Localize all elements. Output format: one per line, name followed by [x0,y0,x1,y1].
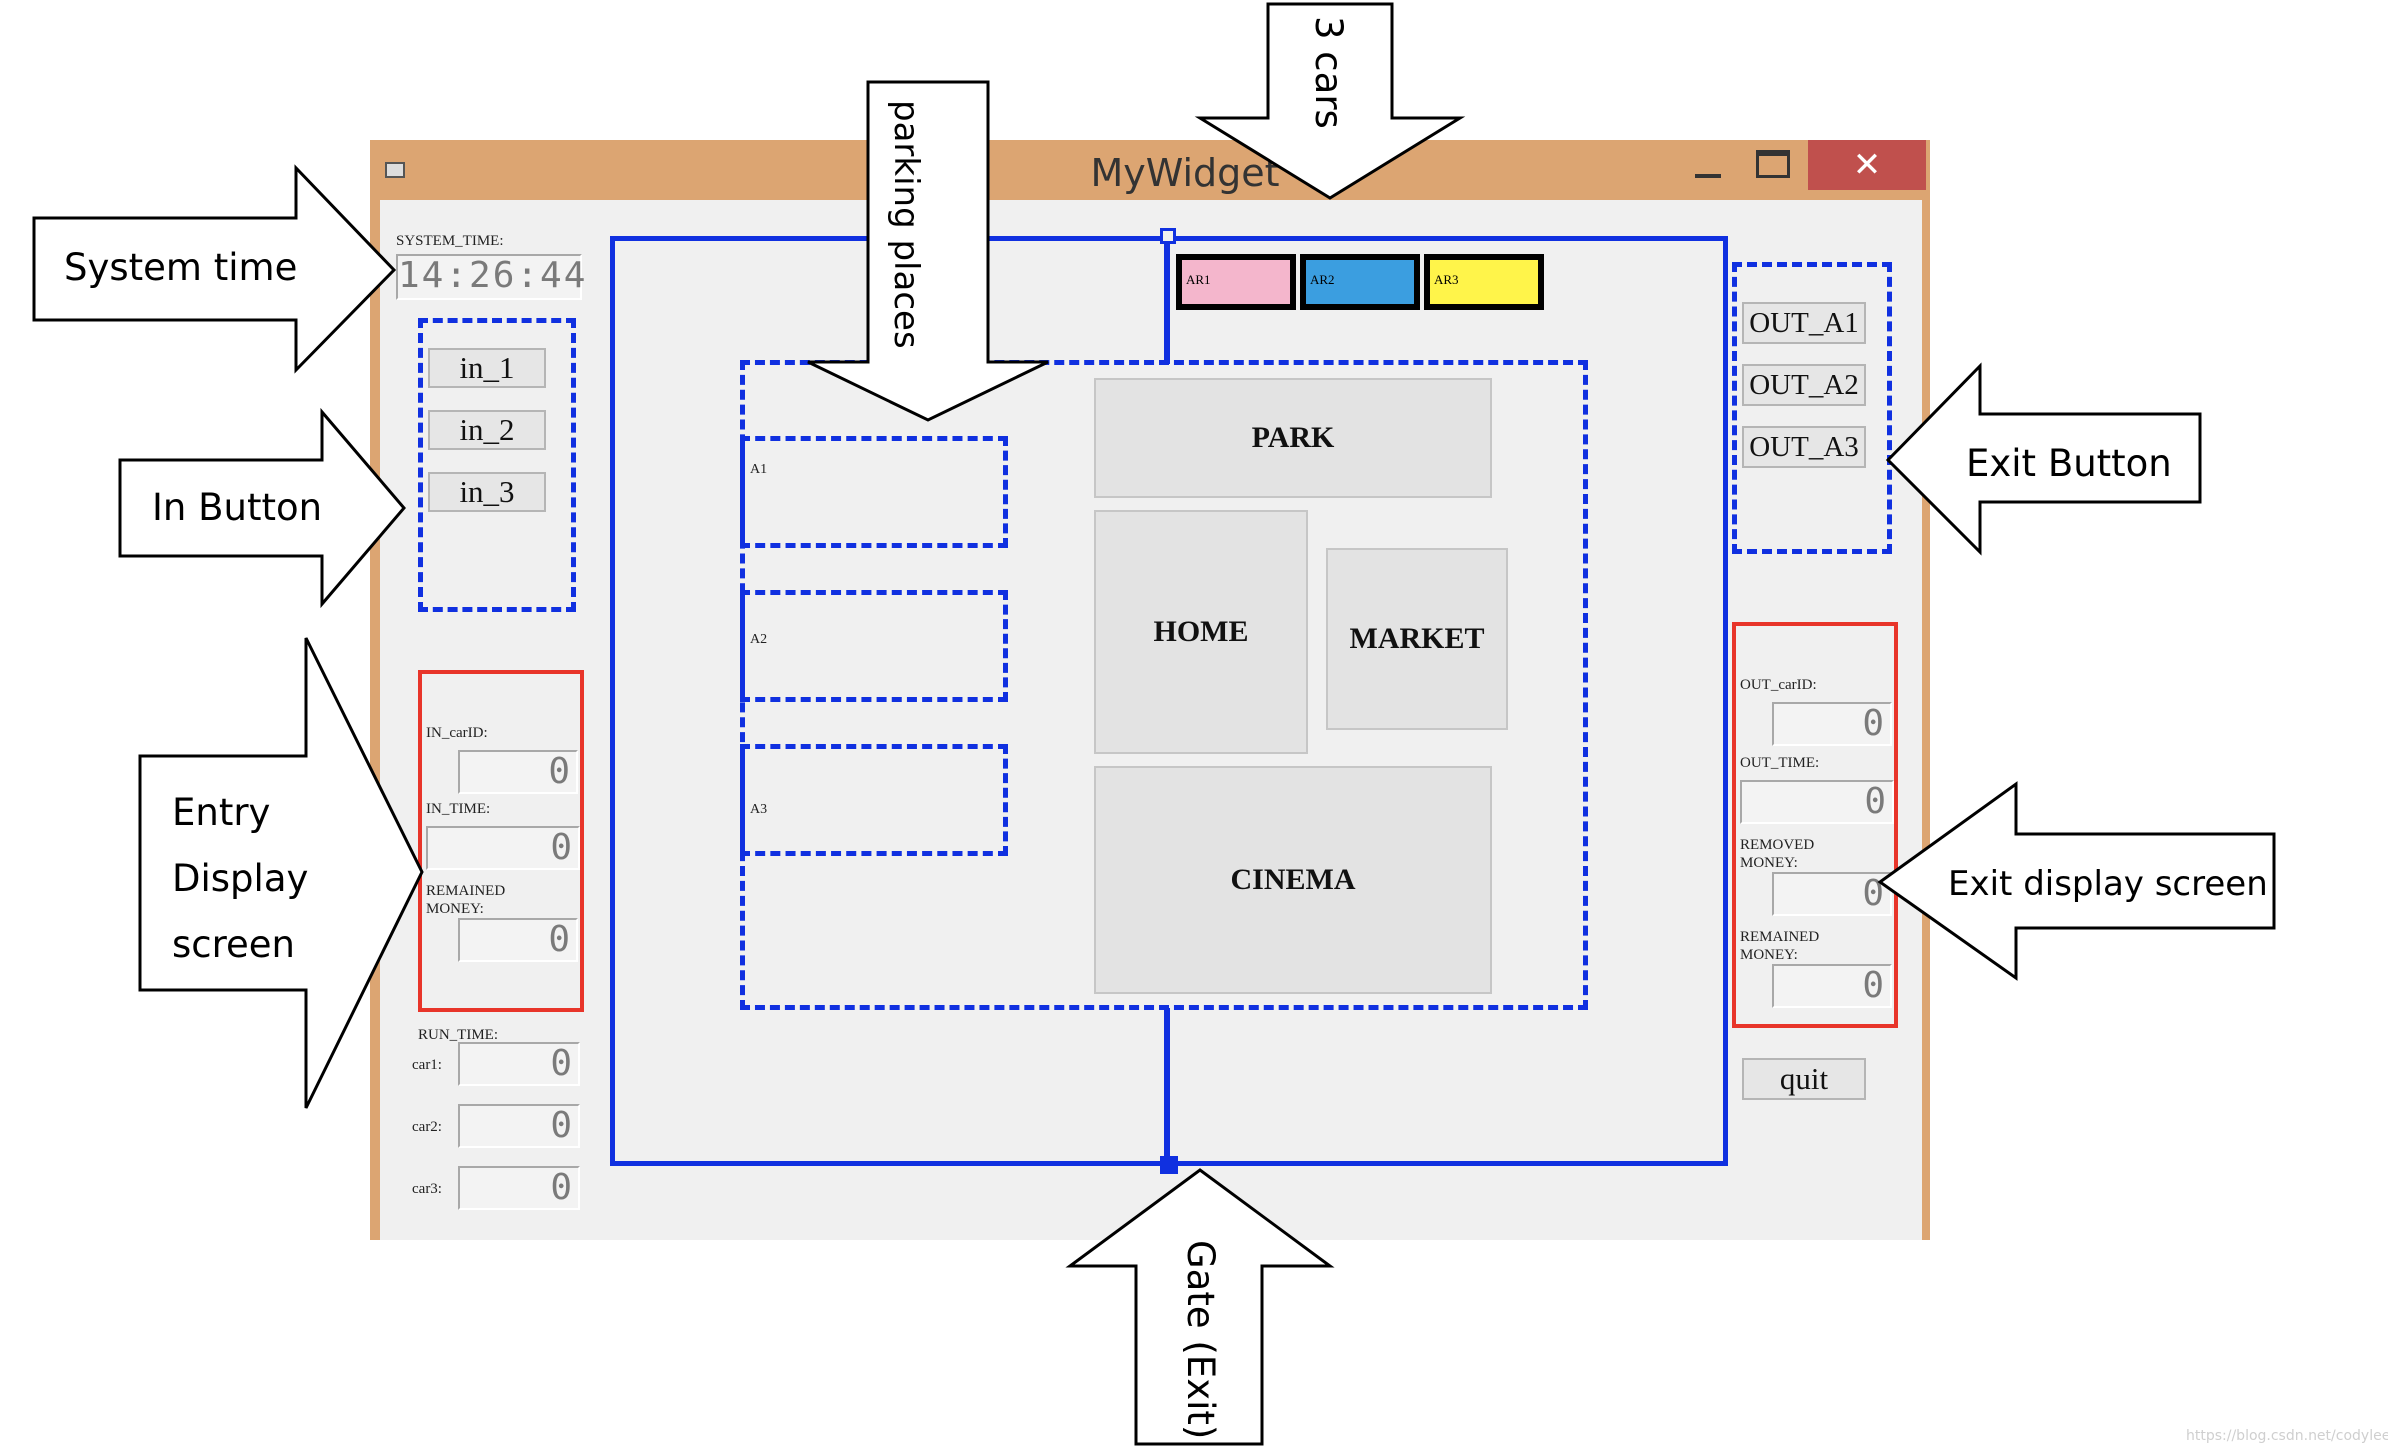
annotation-system-time: System time [64,246,298,289]
arrow-parking-places [807,80,1049,422]
out-remained-label: REMAINED MONEY: [1740,928,1819,964]
window-title: MyWidget [1090,151,1280,195]
out-a3-button[interactable]: OUT_A3 [1742,426,1866,468]
car-ar1[interactable]: AR1 [1176,254,1296,310]
removed-money-label: REMOVED MONEY: [1740,836,1814,872]
exit-gate-node [1160,1156,1178,1174]
annotation-entry-3: screen [172,923,295,966]
exit-display-screen [1732,622,1898,1028]
arrow-exit-display [1877,781,2276,981]
entry-road [1164,236,1170,364]
arrow-in-button [118,407,406,609]
car-ar1-label: AR1 [1186,272,1211,287]
in-remained-label-2: MONEY: [426,901,484,917]
entry-display-screen [418,670,584,1012]
annotation-three-cars: 3 cars [1307,16,1350,129]
slot-a3-label: A3 [750,802,768,817]
run-car3-display: 0 [458,1166,580,1210]
out-a2-button[interactable]: OUT_A2 [1742,364,1866,406]
out-buttons-group [1732,262,1892,554]
in-3-button[interactable]: in_3 [428,472,546,512]
quit-button[interactable]: quit [1742,1058,1866,1100]
annotation-entry-1: Entry [172,791,271,834]
car-ar3[interactable]: AR3 [1424,254,1544,310]
out-a1-button[interactable]: OUT_A1 [1742,302,1866,344]
in-remained-display: 0 [458,918,578,962]
watermark: https://blog.csdn.net/codylee [2186,1428,2388,1444]
zone-market[interactable]: MARKET [1326,548,1508,730]
arrow-system-time [32,164,397,374]
app-icon [385,162,405,178]
arrow-three-cars [1194,2,1466,200]
maximize-button[interactable] [1756,150,1790,178]
slot-a3-left-edge [740,744,745,856]
annotation-exit-button: Exit Button [1966,442,2172,485]
removed-money-display: 0 [1772,872,1892,916]
out-car-id-display: 0 [1772,702,1892,746]
slot-a1-left-edge [740,436,745,548]
exit-road [1164,1008,1170,1168]
run-car1-display: 0 [458,1042,580,1086]
out-time-label: OUT_TIME: [1740,755,1820,771]
annotation-in-button: In Button [152,486,323,529]
arrow-entry-display [138,637,424,1109]
entry-gate-node [1160,228,1176,244]
arrow-gate-exit [1065,1168,1335,1446]
parking-slot-a1 [740,436,1008,548]
zone-home[interactable]: HOME [1094,510,1308,754]
run-time-label: RUN_TIME: [418,1027,498,1043]
annotation-exit-display: Exit display screen [1948,864,2268,904]
annotation-gate-exit: Gate (Exit) [1179,1240,1222,1440]
out-remained-display: 0 [1772,964,1892,1008]
in-time-label: IN_TIME: [426,801,491,817]
removed-money-label-2: MONEY: [1740,855,1798,871]
car-ar3-label: AR3 [1434,272,1459,287]
in-2-button[interactable]: in_2 [428,410,546,450]
car-ar2-label: AR2 [1310,272,1335,287]
parking-slot-a2 [740,590,1008,702]
system-time-label: SYSTEM_TIME: [396,233,504,249]
slot-a1-label: A1 [750,462,768,477]
in-car-id-display: 0 [458,750,578,794]
out-time-display: 0 [1740,780,1894,824]
close-button[interactable]: ✕ [1808,140,1926,190]
zone-park[interactable]: PARK [1094,378,1492,498]
run-car2-display: 0 [458,1104,580,1148]
parking-slot-a3 [740,744,1008,856]
out-remained-label-1: REMAINED [1740,929,1820,945]
arrow-exit-button [1885,362,2202,556]
in-car-id-label: IN_carID: [426,725,488,741]
system-time-display: 14:26:44 [396,254,585,300]
out-car-id-label: OUT_carID: [1740,677,1817,693]
in-remained-label-1: REMAINED [426,883,506,899]
slot-a2-left-edge [740,590,745,702]
car-ar2[interactable]: AR2 [1300,254,1420,310]
annotation-entry-2: Display [172,857,309,900]
annotation-entry-display: Entry Display screen [172,780,308,978]
in-1-button[interactable]: in_1 [428,348,546,388]
removed-money-label-1: REMOVED [1740,837,1815,853]
annotation-parking-places: parking places [886,100,926,349]
slot-a2-label: A2 [750,632,768,647]
run-car1-label: car1: [412,1057,442,1073]
zone-cinema[interactable]: CINEMA [1094,766,1492,994]
in-remained-label: REMAINED MONEY: [426,882,505,918]
in-buttons-group [418,318,576,612]
run-car3-label: car3: [412,1181,442,1197]
run-car2-label: car2: [412,1119,442,1135]
in-time-display: 0 [426,826,580,870]
out-remained-label-2: MONEY: [1740,947,1798,963]
minimize-button[interactable] [1688,158,1732,182]
